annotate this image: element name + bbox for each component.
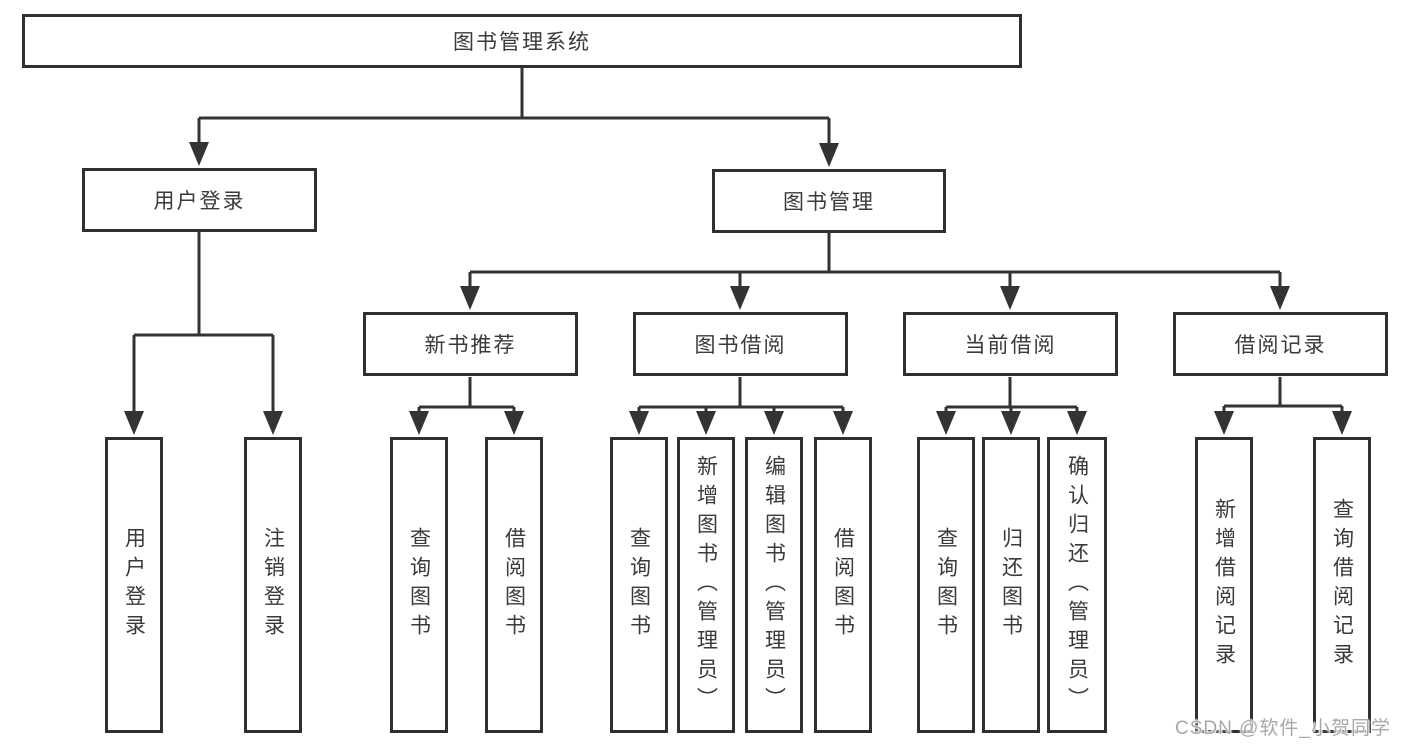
node-library-management-system: 图书管理系统 [22, 14, 1022, 68]
leaf-label: 查询借阅记录 [1330, 498, 1354, 672]
leaf-label: 编辑图书（管理员） [762, 454, 786, 716]
connector-borrowrecords-to-leaves [1222, 377, 1344, 415]
leaf-label: 借阅图书 [831, 527, 855, 643]
leaf-query-books-2: 查询图书 [610, 437, 668, 733]
leaf-label: 注销登录 [261, 527, 285, 643]
node-user-login: 用户登录 [82, 168, 317, 232]
connector-userlogin-to-leaves [132, 232, 275, 415]
connector-bookborrow-to-leaves [637, 377, 845, 415]
leaf-query-books-1: 查询图书 [390, 437, 448, 733]
leaf-add-books-admin: 新增图书（管理员） [677, 437, 735, 733]
leaf-borrow-books-1: 借阅图书 [485, 437, 543, 733]
leaf-label: 新增图书（管理员） [694, 454, 718, 716]
leaf-borrow-books-2: 借阅图书 [814, 437, 872, 733]
leaf-label: 归还图书 [999, 527, 1023, 643]
arrowhead-icons [124, 142, 1352, 435]
connector-newbooks-to-leaves [417, 377, 516, 415]
leaf-add-borrow-record: 新增借阅记录 [1195, 437, 1253, 733]
leaf-edit-books-admin: 编辑图书（管理员） [745, 437, 803, 733]
connector-currentborrow-to-leaves [944, 377, 1079, 415]
leaf-label: 用户登录 [122, 527, 146, 643]
leaf-user-login: 用户登录 [105, 437, 163, 733]
leaf-return-books: 归还图书 [982, 437, 1040, 733]
leaf-logout: 注销登录 [244, 437, 302, 733]
node-borrow-records: 借阅记录 [1173, 312, 1388, 376]
leaf-confirm-return-admin: 确认归还（管理员） [1047, 437, 1107, 733]
leaf-label: 查询图书 [407, 527, 431, 643]
node-book-management: 图书管理 [712, 169, 946, 233]
leaf-query-borrow-record: 查询借阅记录 [1313, 437, 1371, 733]
leaf-label: 借阅图书 [502, 527, 526, 643]
connector-bookmgmt-to-level3 [468, 233, 1282, 290]
node-book-borrow: 图书借阅 [633, 312, 848, 376]
node-new-book-recommend: 新书推荐 [363, 312, 578, 376]
leaf-query-books-3: 查询图书 [917, 437, 975, 733]
leaf-label: 新增借阅记录 [1212, 498, 1236, 672]
connector-root-to-level2 [197, 66, 831, 147]
csdn-watermark: CSDN @软件_小贺同学 [1175, 718, 1391, 739]
leaf-label: 查询图书 [627, 527, 651, 643]
node-current-borrow: 当前借阅 [903, 312, 1118, 376]
leaf-label: 确认归还（管理员） [1065, 454, 1089, 716]
leaf-label: 查询图书 [934, 527, 958, 643]
